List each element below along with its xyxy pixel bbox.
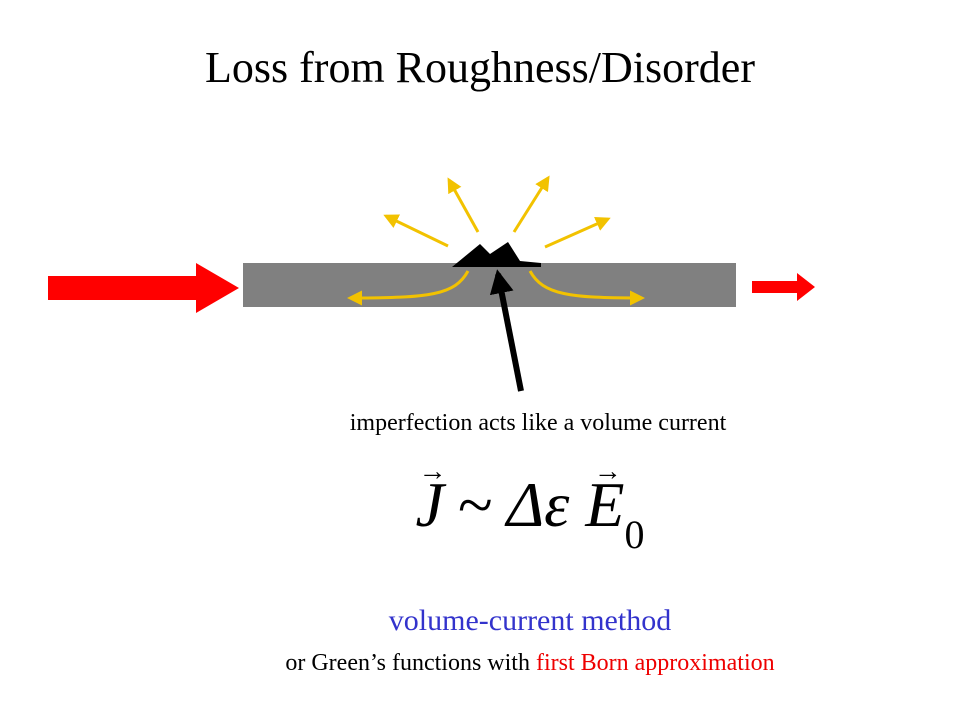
imperfection-pointer-arrow: [489, 269, 524, 392]
born-approximation-line: or Green’s functions with first Born app…: [0, 650, 960, 677]
guided-scatter-arrows: [347, 270, 645, 306]
slide-title: Loss from Roughness/Disorder: [205, 43, 755, 92]
born-line-prefix: or Green’s functions with: [285, 650, 536, 676]
tilde-relation: ~: [457, 469, 493, 540]
vector-arrow-e: →: [593, 456, 622, 487]
imperfection-caption: imperfection acts like a volume current: [349, 410, 727, 436]
current-vector: →J: [415, 456, 447, 541]
delta-epsilon: Δε: [506, 469, 570, 540]
method-label: volume-current method: [388, 604, 672, 637]
radiated-scatter-arrows: [383, 175, 611, 249]
transmitted-wave-arrow: [752, 273, 815, 301]
volume-current-equation: →J~Δε →E0: [0, 456, 960, 580]
born-line-highlight: first Born approximation: [535, 650, 775, 676]
incident-wave-arrow: [48, 263, 239, 313]
vector-arrow-j: →: [418, 456, 447, 487]
field-vector: →E: [585, 456, 625, 541]
roughness-bump: [452, 242, 541, 267]
field-subscript: 0: [624, 512, 645, 557]
waveguide: [243, 263, 736, 307]
